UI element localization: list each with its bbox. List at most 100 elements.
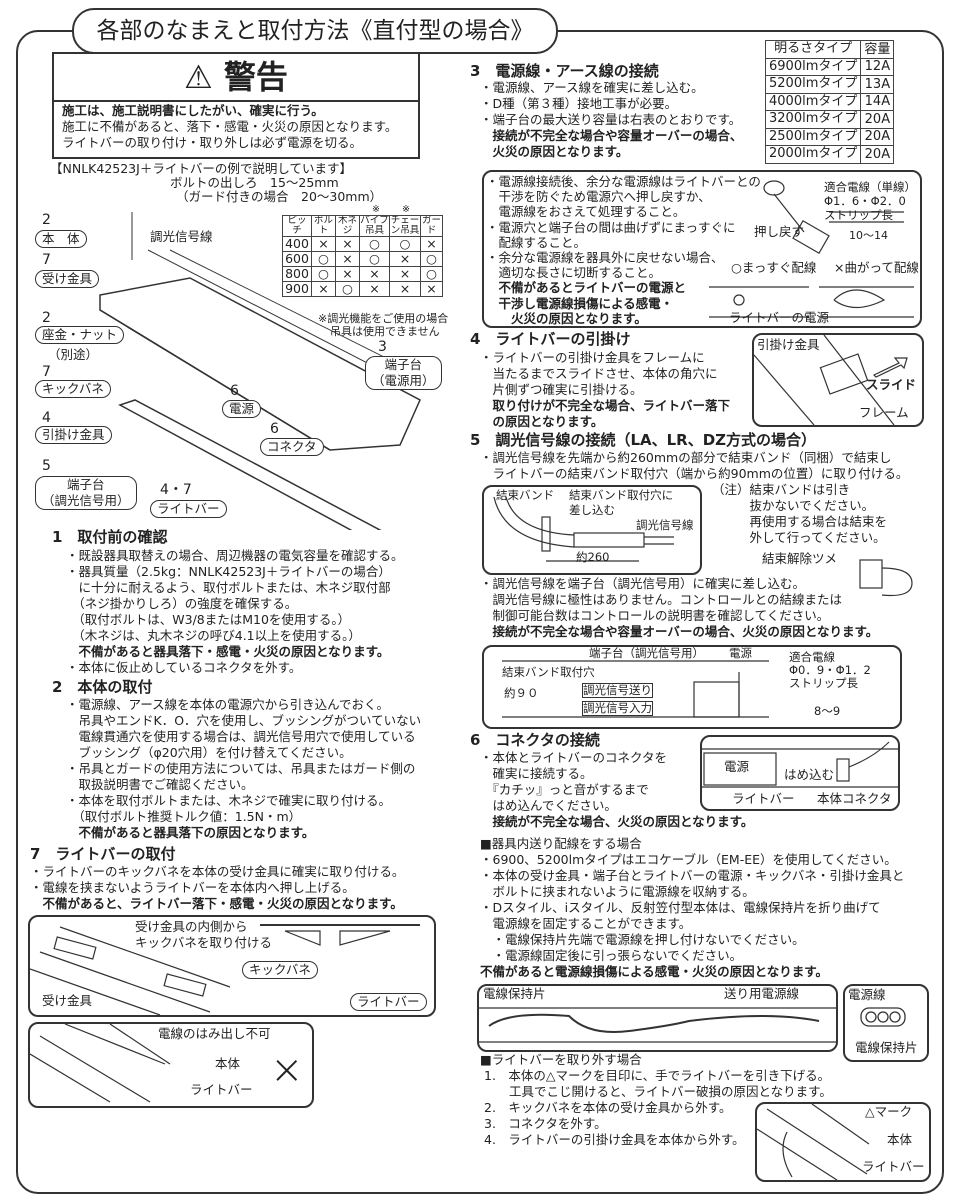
text-line: ブッシング（φ20穴用）を付け替えてください。 [66, 745, 352, 760]
cell: 3200lmタイプ [764, 110, 862, 129]
label-dimming-terminal: 端子台（調光信号用） [35, 476, 137, 510]
pitch-mark: ※ [402, 204, 410, 215]
cable-tie-note: （注）結束バンドは引き 抜かないでください。 再使用する場合は結束を 外して行っ… [712, 482, 887, 546]
text-line: ・電源線固定後に引っ張らないでください。 [480, 948, 743, 963]
section-2-heading: 2 本体の取付 [52, 678, 153, 696]
text-line: 制御可能台数はコントロールの説明書を確認してください。 [480, 608, 830, 623]
warning-text: 火災の原因となります。 [480, 144, 629, 159]
label-dimming-out: 調光信号送り [582, 683, 653, 698]
warning-text: 接続が不完全な場合、火災の原因となります。 [480, 814, 754, 829]
text-line: ・Dスタイル、iスタイル、反射笠付型本体は、電線保持片を折り曲げて [480, 900, 881, 915]
text-line: ボルトに挟まれないように電源線を収納する。 [480, 884, 755, 899]
wire-spec: 適合電線（単線） [824, 180, 916, 194]
cell: 20A [860, 145, 895, 164]
dimension-label: 約260 [576, 550, 610, 564]
text-line: 配線すること。 [486, 234, 587, 250]
section-7-heading: 7 ライトバーの取付 [30, 845, 176, 863]
text-line: ・電源線接続後、余分な電源線はライトバーとの [486, 174, 761, 189]
strip-length: 10～14 [849, 229, 888, 242]
section-7-body: ・ライトバーのキックバネを本体の受け金具に確実に取り付ける。 ・電線を挟まないよ… [30, 864, 404, 912]
label-feed-wire: 送り用電源線 [724, 986, 800, 1001]
label-kick-spring: キックバネ [35, 380, 111, 398]
text-line: 電線貫通穴を使用する場合は、調光信号用穴で使用している [66, 729, 416, 744]
text-line: ・調光信号線を先端から約260mmの部分で結束バンド（同梱）で結束し [480, 450, 892, 465]
text-line: 吊具やエンドK．O．穴を使用し、ブッシングがついていない [66, 713, 422, 728]
warning-text: 火災の原因となります。 [486, 310, 647, 326]
label-frame: フレーム [859, 405, 909, 420]
warning-text: 接続が不完全な場合や容量オーバーの場合、火災の原因となります。 [480, 624, 879, 639]
text-line: ・本体に仮止めしているコネクタを外す。 [66, 660, 302, 675]
label-wire-holder: 電線保持片 [855, 1040, 918, 1055]
table-row: 600○×○×○ [282, 251, 443, 267]
section-4-heading: 4 ライトバーの引掛け [470, 330, 631, 348]
removal-figure: △マーク 本体 ライトバー [755, 1102, 931, 1182]
strip-length: 8～9 [814, 704, 841, 718]
cell: 20A [860, 110, 895, 129]
text-line: ライトバーの結束バンド取付穴（端から約90mmの位置）に取り付ける。 [480, 466, 909, 481]
cell: 13A [860, 75, 895, 94]
part-number: 7 [42, 364, 51, 380]
table-header-row: ピッチ ボルト 木ネジ パイプ吊具 チェーン吊具 ガード [282, 215, 443, 237]
text-line: ・既設器具取替えの場合、周辺機器の電気容量を確認する。 [66, 548, 404, 563]
cell: 600 [282, 251, 312, 267]
label-hook: 引掛け金具 [35, 426, 112, 444]
label-power-terminal: 端子台（電源用） [365, 356, 442, 390]
text-line: 電源線をおさえて処理すること。 [486, 204, 686, 220]
part-number: 2 [42, 212, 51, 228]
label-washer: 座金・ナット [35, 326, 125, 344]
warning-text: の原因となります。 [480, 414, 604, 429]
text-line: 電源線を固定することができます。 [480, 916, 692, 931]
wiring-heading: ■器具内送り配線をする場合 [480, 836, 642, 851]
cell: 2500lmタイプ [764, 127, 862, 146]
label-dimming-in: 調光信号入力 [582, 701, 653, 716]
text-line: 工具でこじ開けると、ライトバー破損の原因となります。 [484, 1084, 832, 1099]
wire-pinch-figure: 電線のはみ出し不可 本体 ライトバー × [28, 1022, 314, 1108]
section-6-heading: 6 コネクタの接続 [470, 731, 600, 749]
label-text: 端子台 [384, 357, 423, 372]
part-number: 3 [378, 339, 387, 355]
cell: 14A [860, 92, 895, 111]
label-lightbar-power: ライトバーの電源 [729, 310, 830, 325]
pitch-mark: ※ [372, 204, 380, 215]
text-line: 4. ライトバーの引掛け金具を本体から外す。 [484, 1132, 745, 1147]
text-line: 調光信号線に極性はありません。コントロールとの結線または [480, 592, 843, 607]
text-line: （取付ボルト推奨トルク値：1.5N・m） [66, 809, 302, 824]
label-wire-holder: 電線保持片 [483, 986, 546, 1001]
part-number: 4・7 [160, 482, 192, 498]
label-dimming-wire: 調光信号線 [636, 518, 694, 532]
label-lightbar: ライトバー [150, 500, 227, 518]
section-3-heading: 3 電源線・アース線の接続 [470, 62, 659, 80]
wire-spec: 適合電線 [789, 650, 835, 664]
warning-header: ⚠ 警告 [54, 54, 418, 102]
part-number: 4 [42, 410, 51, 426]
section-3-body: ・電源線、アース線を確実に差し込む。 ・D種（第３種）接地工事が必要。 ・端子台… [480, 80, 742, 160]
label-lightbar: ライトバー [862, 1159, 925, 1174]
label-lightbar: ライトバー [732, 791, 795, 806]
bolt-note: ボルトの出しろ 15～25mm [170, 175, 339, 190]
cell: 5200lmタイプ [764, 75, 862, 94]
pitch-note: 吊具は使用できません [330, 325, 440, 338]
text-line: に十分に耐えるよう、取付ボルトまたは、木ネジ取付部 [66, 580, 391, 595]
text-line: ・電線保持片先端で電源線を押し付けないでください。 [480, 932, 805, 947]
label-wire-warning: 電線のはみ出し不可 [158, 1026, 271, 1041]
label-body: 本 体 [35, 230, 87, 248]
warning-heading: 警告 [223, 58, 288, 96]
label-bracket: 受け金具 [35, 270, 100, 288]
dimming-terminal-figure: 端子台（調光信号用） 電源 結束バンド取付穴 約９０ 調光信号送り 調光信号入力… [482, 645, 902, 729]
label-lightbar: ライトバー [190, 1082, 253, 1097]
wiring-body: ・6900、5200lmタイプはエコケーブル（EM-EE）を使用してください。 … [480, 852, 904, 980]
label-push-in: はめ込む [784, 767, 835, 782]
label-dimming-terminal: 端子台（調光信号用） [589, 646, 704, 660]
text-line: ・吊具とガードの使用方法については、吊具またはガード側の [66, 761, 416, 776]
warning-line: 施工に不備があると、落下・感電・火災の原因となります。 [62, 119, 398, 134]
hook-figure: 引掛け金具 スライド フレーム [752, 333, 924, 427]
label-tie-hole: 結束バンド取付穴 [502, 665, 595, 679]
removal-heading: ■ライトバーを取り外す場合 [480, 1052, 642, 1067]
warning-line: 施工は、施工説明書にしたがい、確実に行う。 [62, 103, 324, 118]
warning-line: ライトバーの取り付け・取り外しは必ず電源を切る。 [62, 135, 363, 150]
text-line: ・電源穴と端子台の間は曲げずにまっすぐに [486, 219, 736, 235]
label-washer-sub: （別途） [48, 347, 99, 362]
